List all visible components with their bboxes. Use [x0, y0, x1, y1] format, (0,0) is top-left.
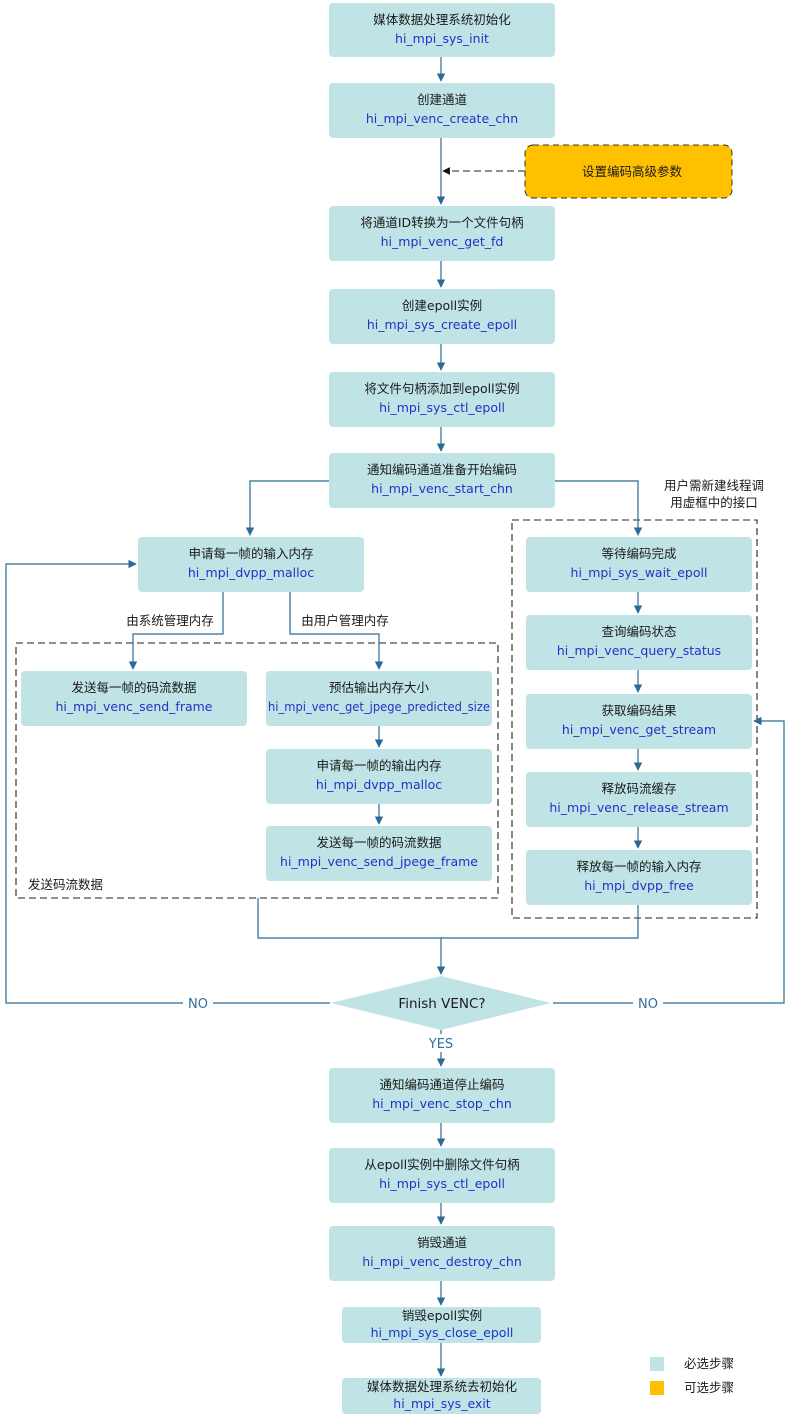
- step-title: 媒体数据处理系统初始化: [373, 12, 511, 27]
- step-title: 预估输出内存大小: [329, 680, 430, 695]
- step-title: 发送每一帧的码流数据: [71, 680, 196, 695]
- step-title: 申请每一帧的输出内存: [316, 758, 441, 773]
- legend-required-swatch: [650, 1357, 664, 1371]
- step-send-jpege-frame: 发送每一帧的码流数据 hi_mpi_venc_send_jpege_frame: [266, 826, 492, 881]
- label-user-thread-line1: 用户需新建线程调: [664, 478, 764, 493]
- step-api: hi_mpi_venc_get_jpege_predicted_size: [268, 699, 490, 714]
- step-api: hi_mpi_venc_create_chn: [366, 111, 518, 126]
- step-api: hi_mpi_sys_wait_epoll: [571, 565, 708, 580]
- step-dvpp-malloc-input: 申请每一帧的输入内存 hi_mpi_dvpp_malloc: [138, 537, 364, 592]
- step-title: 销毁epoll实例: [402, 1308, 482, 1323]
- step-send-frame: 发送每一帧的码流数据 hi_mpi_venc_send_frame: [21, 671, 247, 726]
- step-release-stream: 释放码流缓存 hi_mpi_venc_release_stream: [526, 772, 752, 827]
- step-dvpp-free: 释放每一帧的输入内存 hi_mpi_dvpp_free: [526, 850, 752, 905]
- label-user-thread-line2: 用虚框中的接口: [670, 495, 758, 510]
- step-ctl-epoll-add: 将文件句柄添加到epoll实例 hi_mpi_sys_ctl_epoll: [329, 372, 555, 427]
- step-title: 发送每一帧的码流数据: [316, 835, 441, 850]
- step-title: 销毁通道: [417, 1235, 468, 1250]
- step-api: hi_mpi_venc_send_frame: [56, 699, 213, 714]
- step-title: 创建epoll实例: [402, 298, 482, 313]
- legend: 必选步骤 可选步骤: [650, 1356, 734, 1395]
- step-query-status: 查询编码状态 hi_mpi_venc_query_status: [526, 615, 752, 670]
- label-no-left: NO: [188, 997, 208, 1012]
- step-title: 媒体数据处理系统去初始化: [367, 1379, 518, 1394]
- step-api: hi_mpi_venc_get_stream: [562, 722, 716, 737]
- step-get-fd: 将通道ID转换为一个文件句柄 hi_mpi_venc_get_fd: [329, 206, 555, 261]
- step-close-epoll: 销毁epoll实例 hi_mpi_sys_close_epoll: [342, 1307, 541, 1343]
- step-api: hi_mpi_sys_exit: [393, 1396, 490, 1411]
- legend-required-label: 必选步骤: [684, 1356, 734, 1371]
- step-predicted-size: 预估输出内存大小 hi_mpi_venc_get_jpege_predicted…: [266, 671, 492, 726]
- step-title: 申请每一帧的输入内存: [188, 546, 313, 561]
- step-wait-epoll: 等待编码完成 hi_mpi_sys_wait_epoll: [526, 537, 752, 592]
- step-title: 从epoll实例中删除文件句柄: [364, 1157, 519, 1172]
- step-api: hi_mpi_sys_ctl_epoll: [379, 400, 505, 415]
- step-ctl-epoll-del: 从epoll实例中删除文件句柄 hi_mpi_sys_ctl_epoll: [329, 1148, 555, 1203]
- step-api: hi_mpi_dvpp_free: [584, 878, 694, 893]
- step-api: hi_mpi_sys_create_epoll: [367, 317, 517, 332]
- step-get-stream: 获取编码结果 hi_mpi_venc_get_stream: [526, 694, 752, 749]
- legend-optional-label: 可选步骤: [684, 1380, 734, 1395]
- step-title: 释放每一帧的输入内存: [576, 859, 701, 874]
- step-title: 查询编码状态: [601, 624, 676, 639]
- step-api: hi_mpi_venc_destroy_chn: [362, 1254, 522, 1269]
- step-create-chn: 创建通道 hi_mpi_venc_create_chn: [329, 83, 555, 138]
- step-start-chn: 通知编码通道准备开始编码 hi_mpi_venc_start_chn: [329, 453, 555, 508]
- legend-optional-swatch: [650, 1381, 664, 1395]
- step-sys-exit: 媒体数据处理系统去初始化 hi_mpi_sys_exit: [342, 1378, 541, 1414]
- connectors: [5, 57, 785, 1377]
- step-api: hi_mpi_dvpp_malloc: [188, 565, 314, 580]
- step-set-params-optional: 设置编码高级参数: [524, 144, 733, 199]
- step-title: 获取编码结果: [601, 703, 677, 718]
- step-api: hi_mpi_venc_release_stream: [549, 800, 728, 815]
- step-api: hi_mpi_venc_start_chn: [371, 481, 513, 496]
- label-no-right: NO: [638, 997, 658, 1012]
- step-title: 设置编码高级参数: [582, 164, 683, 179]
- step-title: 通知编码通道准备开始编码: [367, 462, 517, 477]
- label-send-stream-group: 发送码流数据: [28, 877, 103, 892]
- step-title: 将通道ID转换为一个文件句柄: [360, 215, 523, 230]
- step-title: 释放码流缓存: [601, 781, 676, 796]
- step-title: 创建通道: [417, 92, 468, 107]
- step-sys-init: 媒体数据处理系统初始化 hi_mpi_sys_init: [329, 3, 555, 57]
- decision-finish-venc: Finish VENC?: [331, 976, 551, 1030]
- step-api: hi_mpi_sys_init: [395, 31, 489, 46]
- label-yes: YES: [428, 1037, 453, 1052]
- send-stream-group-frame: [15, 642, 499, 899]
- step-dvpp-malloc-output: 申请每一帧的输出内存 hi_mpi_dvpp_malloc: [266, 749, 492, 804]
- step-create-epoll: 创建epoll实例 hi_mpi_sys_create_epoll: [329, 289, 555, 344]
- step-title: 通知编码通道停止编码: [379, 1077, 504, 1092]
- step-api: hi_mpi_venc_query_status: [557, 643, 721, 658]
- step-stop-chn: 通知编码通道停止编码 hi_mpi_venc_stop_chn: [329, 1068, 555, 1123]
- label-user-managed: 由用户管理内存: [301, 613, 389, 628]
- step-api: hi_mpi_sys_close_epoll: [371, 1325, 514, 1340]
- step-api: hi_mpi_venc_send_jpege_frame: [280, 854, 478, 869]
- label-system-managed: 由系统管理内存: [126, 613, 214, 628]
- step-api: hi_mpi_venc_stop_chn: [372, 1096, 512, 1111]
- step-title: 等待编码完成: [601, 546, 676, 561]
- step-api: hi_mpi_sys_ctl_epoll: [379, 1176, 505, 1191]
- step-api: hi_mpi_dvpp_malloc: [316, 777, 442, 792]
- step-title: 将文件句柄添加到epoll实例: [364, 381, 519, 396]
- step-api: hi_mpi_venc_get_fd: [381, 234, 504, 249]
- decision-text: Finish VENC?: [398, 996, 485, 1012]
- step-destroy-chn: 销毁通道 hi_mpi_venc_destroy_chn: [329, 1226, 555, 1281]
